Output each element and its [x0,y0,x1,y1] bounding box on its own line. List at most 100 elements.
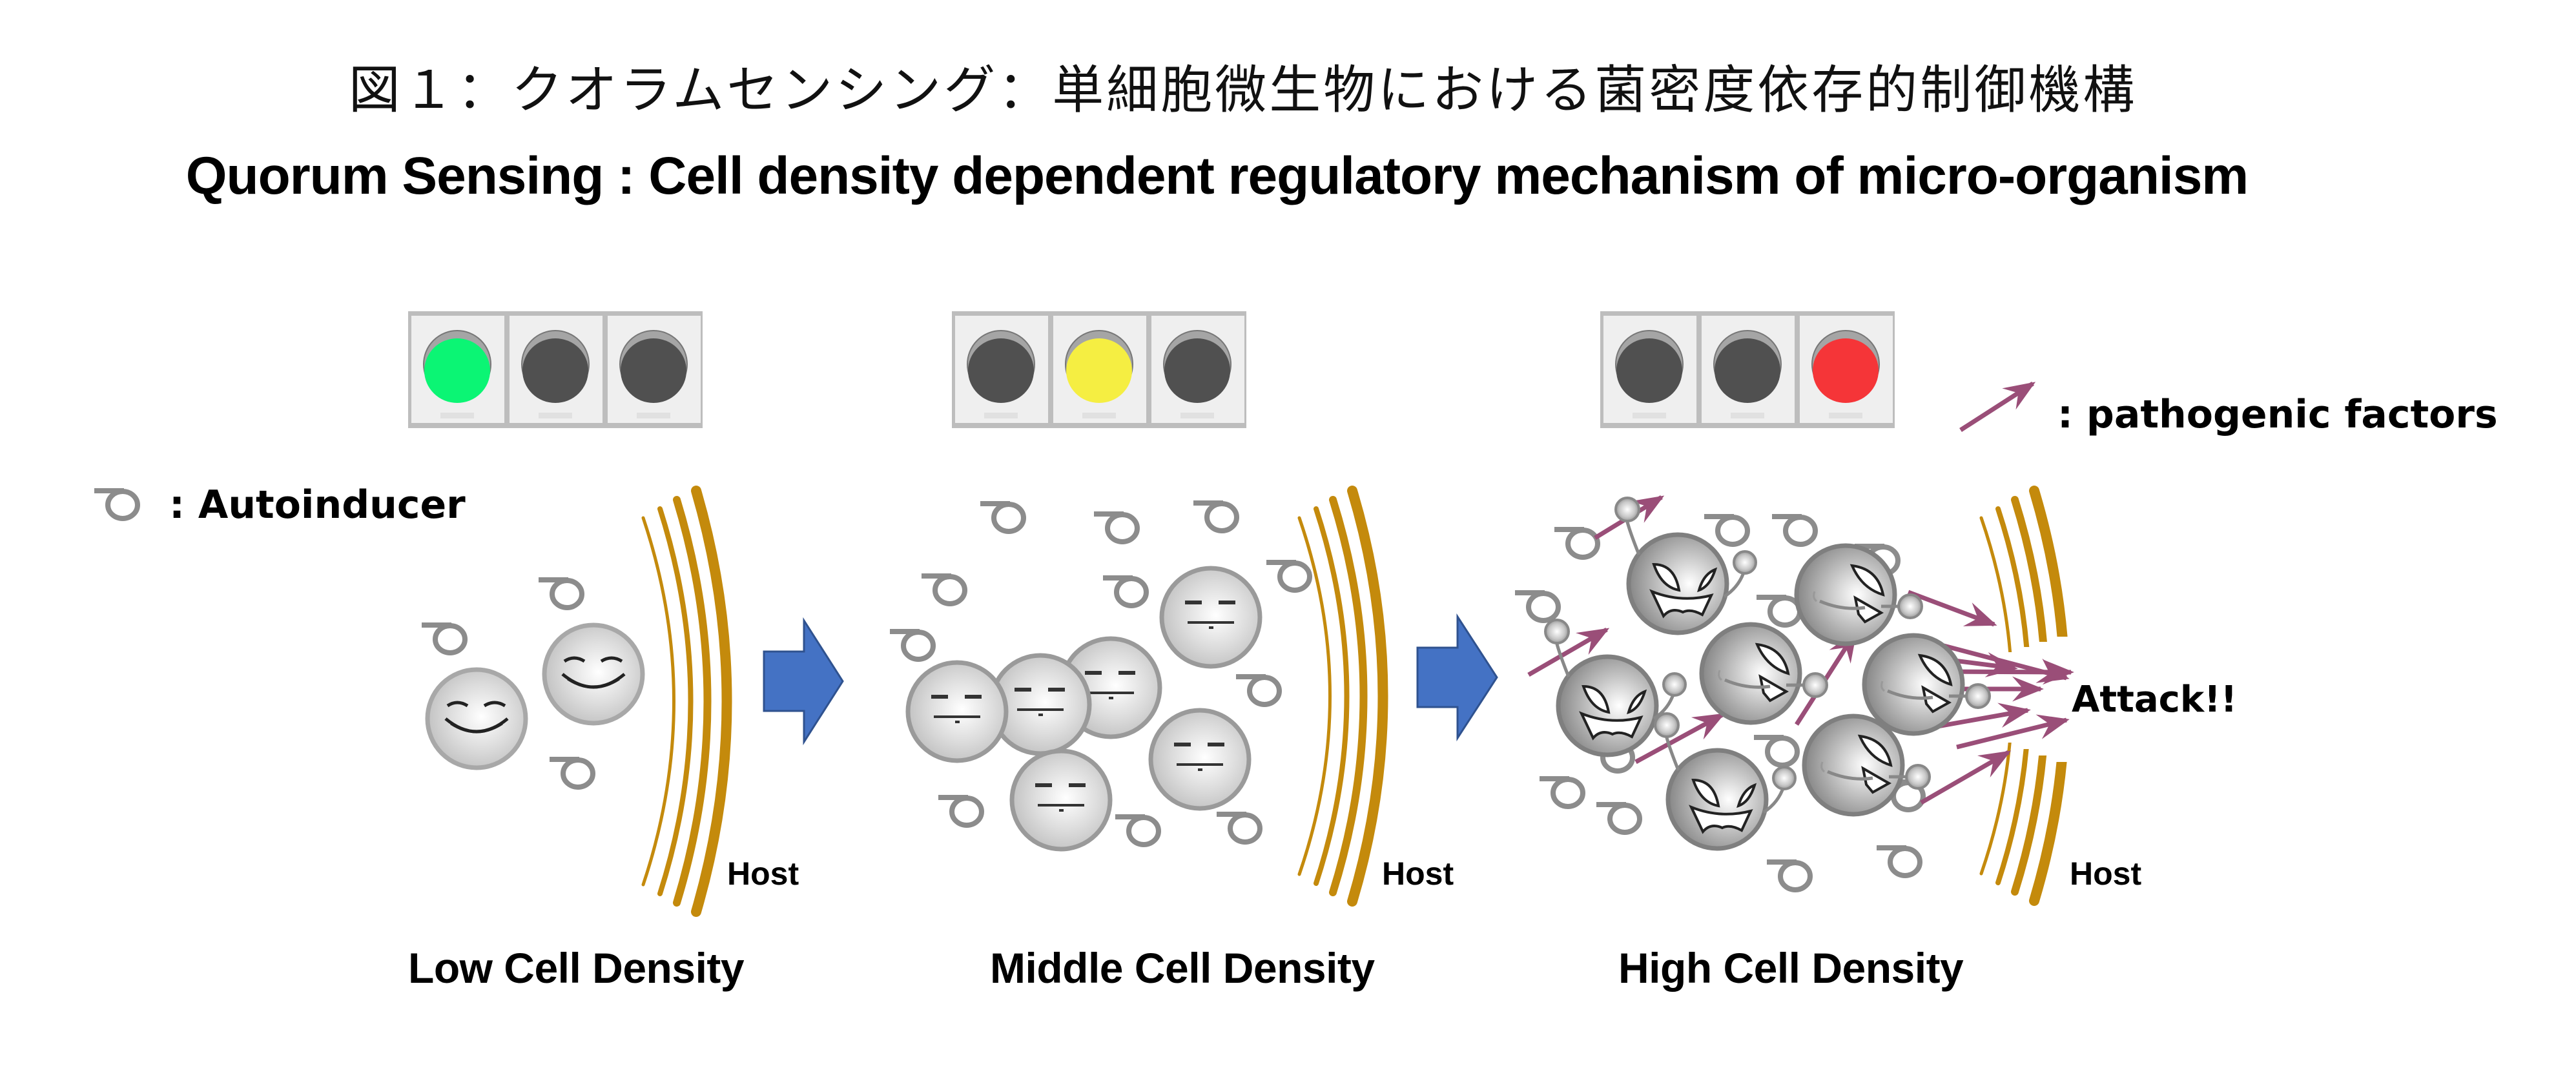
mouth [1038,804,1084,807]
pathogenic-factor-legend-arrow-icon [1959,382,2036,432]
autoinducer-icon [1767,859,1813,892]
signal-ball [1897,593,1923,619]
signal-ball [1662,672,1687,697]
host-membrane-high [1979,486,2070,906]
autoinducer-icon [1877,845,1922,878]
mouth [1579,711,1643,741]
signal-ball [1772,766,1797,790]
eye [483,701,506,708]
signal-ball [1544,619,1570,644]
signal-light-off [1164,338,1230,403]
signal-ball [1654,712,1680,738]
arm [1819,599,1866,610]
neutral-cell [1159,566,1262,669]
eye [1015,688,1031,692]
host-label-low: Host [727,856,799,892]
autoinducer-icon [1236,674,1282,707]
signal-light-off [968,338,1034,403]
eye [1627,689,1647,715]
autoinducer-icon [1217,812,1262,845]
traffic-signal-middle [952,311,1246,428]
stage-arrow-1 [763,617,844,746]
autoinducer-icon [1540,776,1585,809]
eye [1691,778,1720,808]
mouth [1177,763,1223,766]
aggressive-cell-front [1614,497,1757,635]
signal-ball [1733,550,1757,575]
eye [1174,743,1191,746]
neutral-cell [905,660,1009,763]
eye [1085,671,1102,675]
host-label-high: Host [2070,856,2142,892]
stage-transition-arrows [763,613,1498,746]
mouth [1649,589,1714,619]
eye [1857,734,1893,767]
eye [931,695,948,699]
signal-ball [1614,497,1640,522]
stage-label-low: Low Cell Density [408,944,745,992]
pathogenic-factor-arrow [1956,714,2070,750]
signal-ball [1965,683,1991,709]
mouth [1087,692,1134,694]
stage-label-middle: Middle Cell Density [990,944,1375,992]
eye [563,656,586,663]
signal-light-green [424,338,490,403]
autoinducer-icon [539,577,584,610]
eye [1185,601,1202,604]
autoinducer-icon [1754,735,1800,768]
neutral-cell [1148,708,1252,811]
aggressive-cell-side [1794,543,1923,646]
traffic-signal-low [408,311,703,428]
legend-icons [94,382,2036,521]
pathogenic-factor-arrow [1937,703,2031,729]
autoinducer-legend-icon [94,488,140,521]
traffic-signal-high [1600,311,1895,428]
neutral-cell [1009,748,1113,852]
autoinducer-icon [1094,511,1140,544]
signal-light-off [1616,338,1682,403]
traffic-signals [408,311,1895,428]
autoinducer-icon [1515,590,1561,623]
pathogenic-factor-arrow [1920,750,2012,805]
arm [1724,678,1771,689]
host-membrane-middle [1297,486,1388,907]
autoinducer-icon [422,622,468,655]
signal-ball [1905,764,1931,790]
autoinducer-icon [1103,575,1149,608]
signal-light-off [1715,338,1780,403]
eye [1069,783,1086,787]
aggressive-cell-side [1699,622,1828,725]
aggressive-cell-side [1862,633,1991,736]
arm [1827,770,1873,781]
mouth [1188,621,1234,624]
signal-light-yellow [1066,338,1132,403]
autoinducer-icon [1704,514,1750,547]
autoinducer-icon [1115,814,1161,847]
autoinducer-icon [550,757,595,790]
bacterial-cells [425,497,1991,852]
mouth [1017,708,1064,711]
autoinducer-icon [1757,595,1802,628]
eye [446,701,469,708]
eye [1736,783,1757,808]
eye [1582,684,1611,714]
host-membranes [641,486,2070,917]
eye [1755,642,1790,675]
eye [965,695,982,699]
eye [600,656,623,663]
autoinducer-icon [922,573,967,606]
eye [1048,688,1065,692]
aggressive-cell-front [1654,712,1797,851]
pathogenic-factors-legend-label: : pathogenic factors [2057,392,2498,437]
autoinducer-icon [1554,527,1600,560]
autoinducer-icon [1266,560,1312,593]
autoinducer-icon [938,795,984,828]
pathogenic-factor-arrow [1527,627,1610,677]
autoinducer-legend-label: : Autoinducer [169,482,466,528]
figure-title-english: Quorum Sensing : Cell density dependent … [185,147,2249,205]
eye [1035,783,1052,787]
autoinducer-icon [1193,500,1239,533]
eye [1697,567,1718,593]
autoinducer-icon [1772,514,1818,547]
